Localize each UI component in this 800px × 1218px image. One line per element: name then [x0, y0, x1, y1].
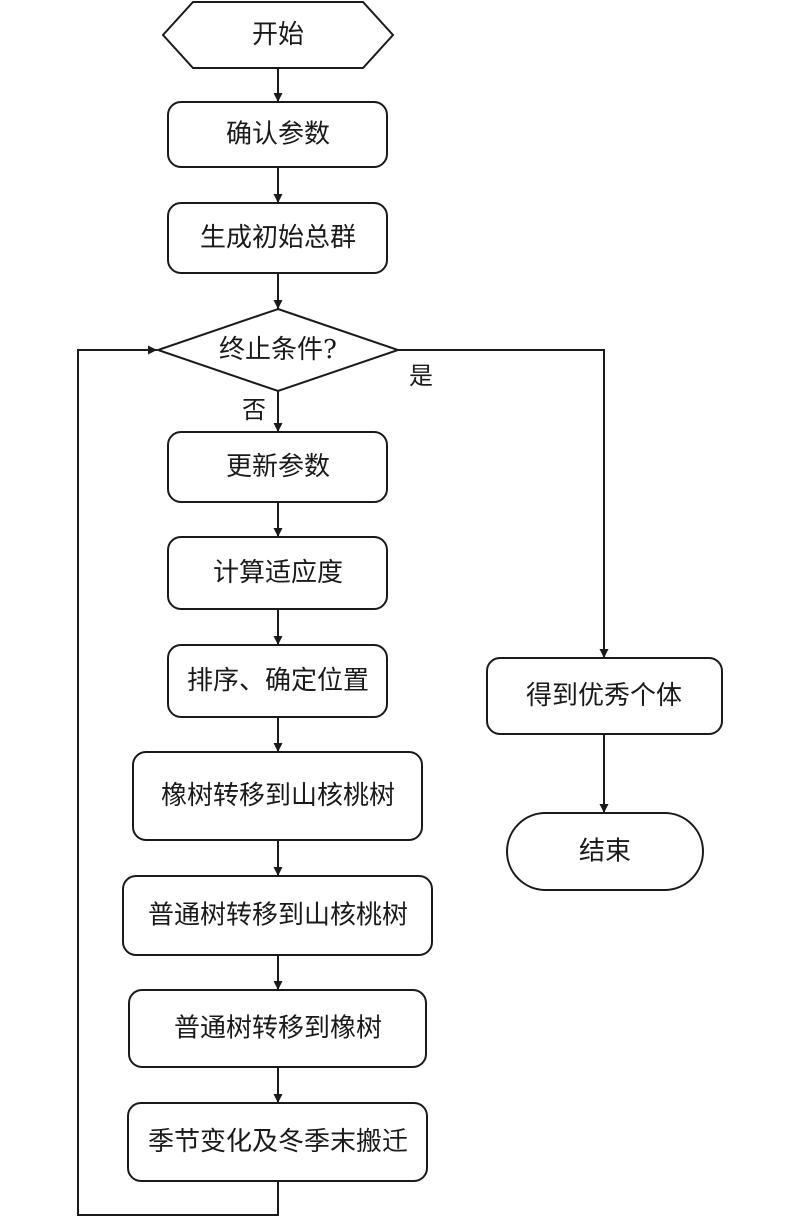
oak-to-hickory-node: 橡树转移到山核桃树 [132, 751, 423, 841]
end-node: 结束 [506, 812, 704, 891]
edge-decision-yes [398, 349, 609, 658]
best-individual-label: 得到优秀个体 [526, 681, 682, 711]
no-label: 否 [242, 396, 266, 424]
init-population-node: 生成初始总群 [167, 202, 388, 274]
season-change-node: 季节变化及冬季末搬迁 [127, 1102, 428, 1182]
start-node: 开始 [161, 1, 395, 69]
confirm-params-node: 确认参数 [167, 101, 388, 168]
termination-decision: 终止条件? [154, 307, 402, 393]
end-label: 结束 [579, 837, 631, 867]
normal-to-hickory-label: 普通树转移到山核桃树 [148, 901, 408, 931]
update-params-node: 更新参数 [167, 431, 388, 503]
init-population-label: 生成初始总群 [200, 223, 356, 253]
normal-to-oak-label: 普通树转移到橡树 [174, 1014, 382, 1044]
normal-to-hickory-node: 普通树转移到山核桃树 [122, 875, 433, 956]
update-params-label: 更新参数 [226, 452, 330, 482]
compute-fitness-node: 计算适应度 [167, 536, 388, 610]
season-change-label: 季节变化及冬季末搬迁 [148, 1127, 408, 1157]
yes-label: 是 [409, 362, 433, 390]
termination-label: 终止条件? [219, 335, 337, 365]
oak-to-hickory-label: 橡树转移到山核桃树 [161, 781, 395, 811]
sort-position-node: 排序、确定位置 [167, 644, 388, 718]
sort-position-label: 排序、确定位置 [187, 666, 369, 696]
best-individual-node: 得到优秀个体 [486, 657, 723, 735]
compute-fitness-label: 计算适应度 [213, 558, 343, 588]
start-label: 开始 [252, 20, 304, 50]
normal-to-oak-node: 普通树转移到橡树 [128, 989, 427, 1068]
edge-loop-back [77, 345, 279, 1216]
confirm-params-label: 确认参数 [226, 120, 330, 150]
